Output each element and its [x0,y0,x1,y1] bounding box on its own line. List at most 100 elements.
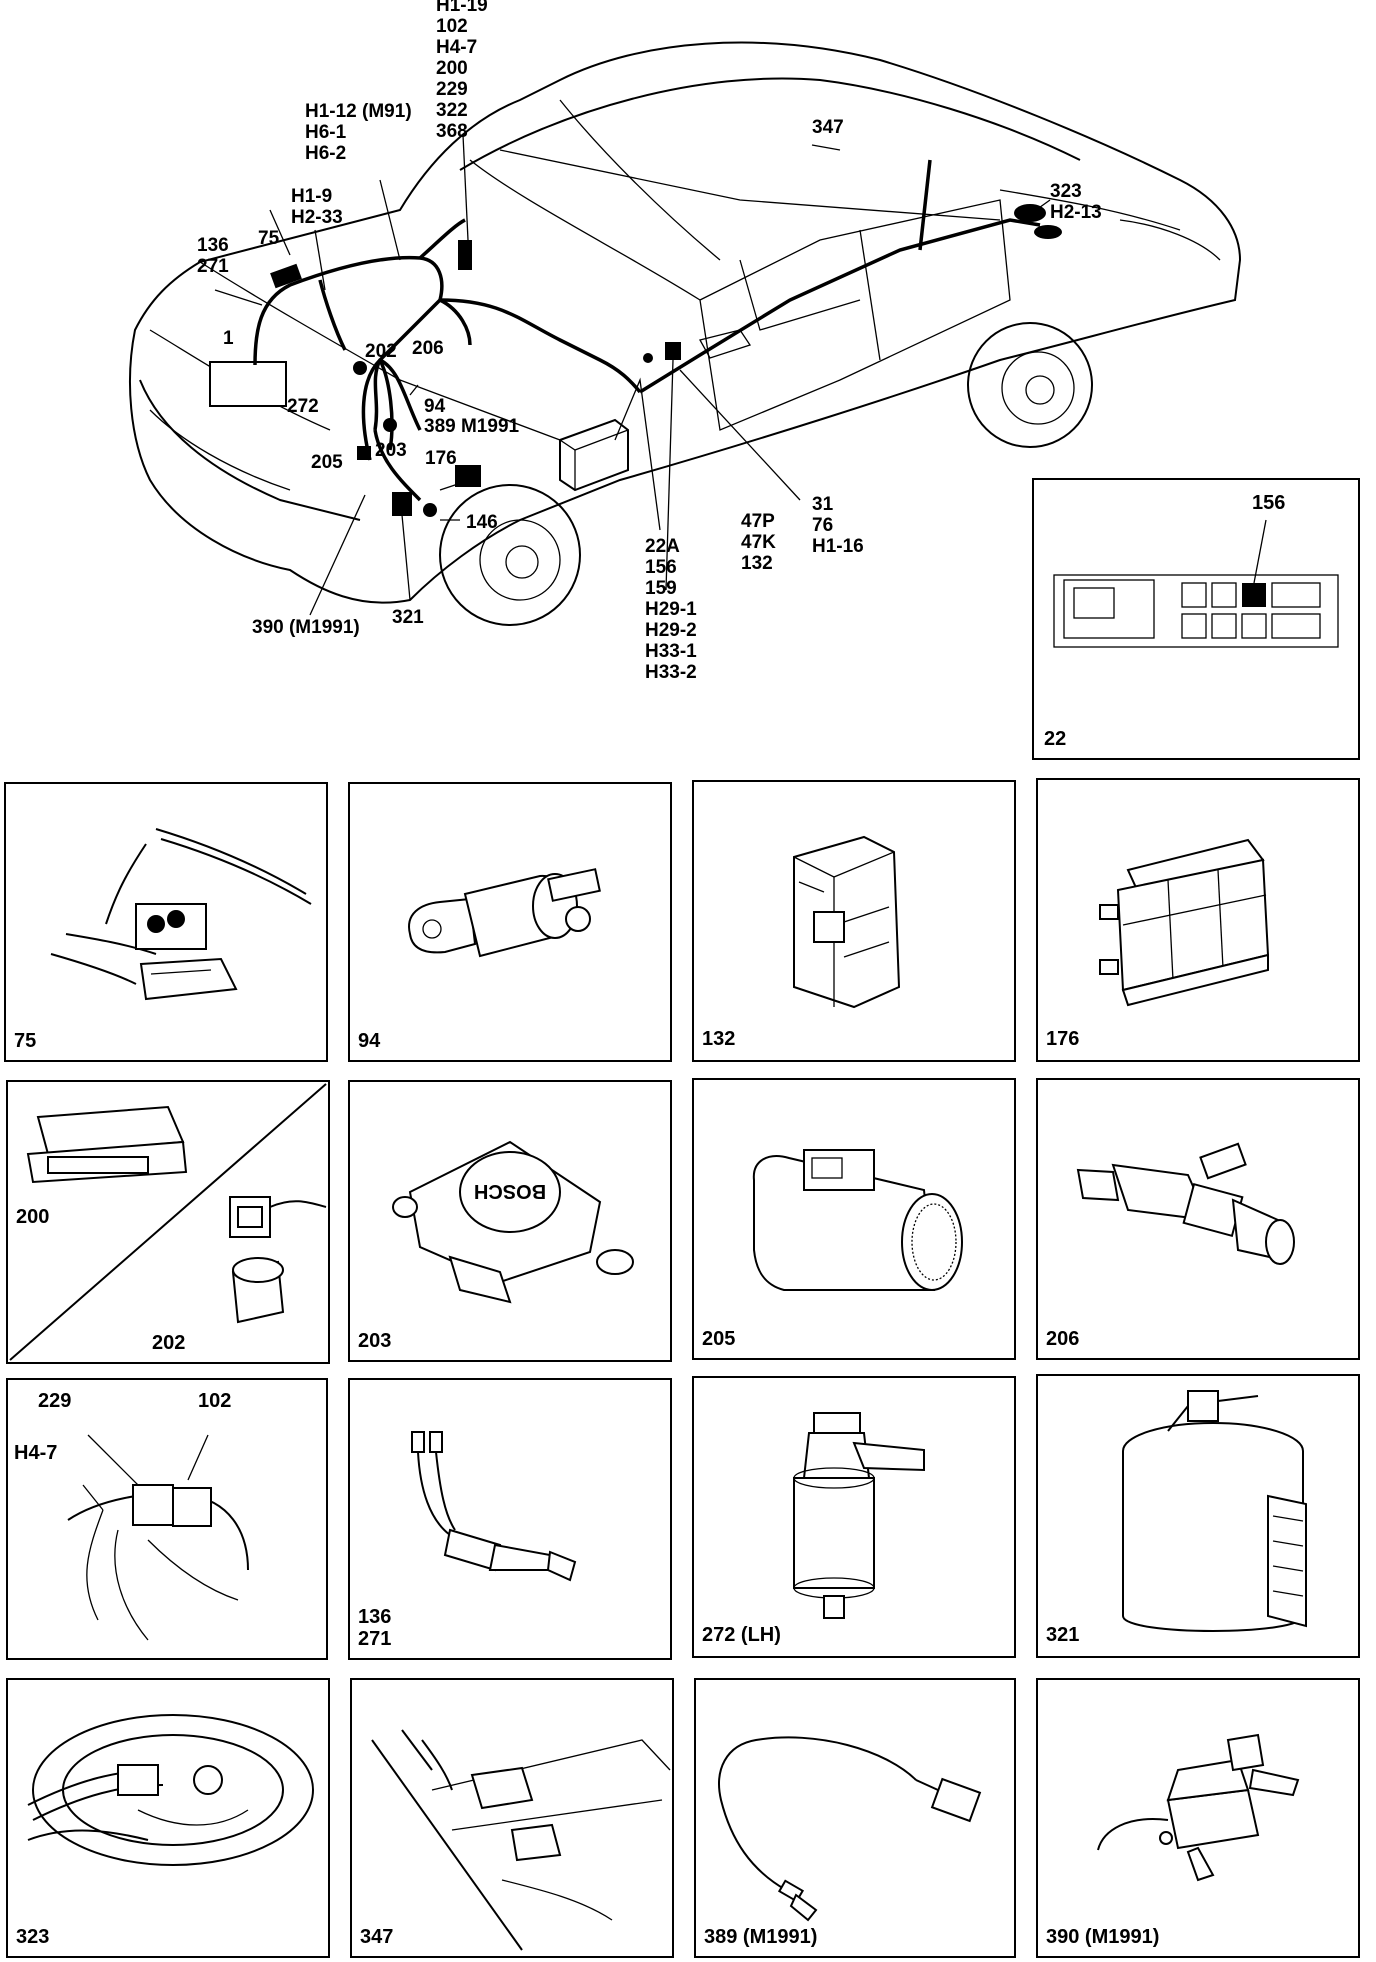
panel-272: 272 (LH) [692,1376,1016,1658]
callout-203: 203 [375,440,407,461]
callout-stack-47p: 47P 47K 132 [741,511,776,574]
injector-206-drawing [1076,1142,1295,1265]
callout-label: H6-2 [305,143,347,164]
panel-389: 389 (M1991) [694,1678,1016,1958]
inset-22-fuse-box: 156 22 [1032,478,1360,760]
car-overview-drawing [129,41,1242,626]
callout-205: 205 [311,452,343,473]
bosch-stamp: BOSCH [474,1180,546,1202]
panel-label: 390 (M1991) [1046,1926,1160,1948]
relay-132-drawing [793,835,901,1009]
callout-label: 271 [197,256,229,277]
panel-label: 389 (M1991) [704,1926,818,1948]
callout-stack-31: 31 76 H1-16 [812,494,864,557]
callout-label: 136 [197,235,229,256]
panel-323: 323 [6,1678,330,1958]
callout-label: H29-2 [645,620,697,641]
callout-176: 176 [425,448,457,469]
callout-label: H6-1 [305,122,347,143]
callout-75: 75 [258,228,280,249]
fuel-pump-323-drawing [27,1714,314,1866]
panel-176: 176 [1036,778,1360,1062]
callout-label: H2-33 [291,207,343,228]
callout-label: H1-12 (M91) [305,101,412,122]
panel-label: 347 [360,1926,394,1948]
panel-label-stack: 136 271 [358,1606,391,1650]
callout-label: H1-16 [812,536,864,557]
connector-347-drawing [371,1729,671,1951]
callout-label: H33-2 [645,662,697,683]
callout-stack-top: H1-19 102 H4-7 200 229 322 368 [436,0,488,142]
fuse-box-drawing [1053,519,1339,648]
panel-347: 347 [350,1678,674,1958]
callout-label: 47K [741,532,776,553]
panel-203: BOSCH 203 [348,1080,672,1362]
relay-location-drawing [67,1434,249,1641]
panel-label: 272 (LH) [702,1624,781,1646]
callout-label: 156 [645,557,677,578]
callout-label: 200 [436,58,468,79]
panel-205: 205 [692,1078,1016,1360]
callout-390: 390 (M1991) [252,617,360,638]
callout-label: H4-7 [436,37,478,58]
panel-390: 390 (M1991) [1036,1678,1360,1958]
callout-146: 146 [466,512,498,533]
callout-94: 94 [424,396,446,417]
callout-102: 102 [198,1390,232,1412]
callout-label: 47P [741,511,775,532]
callout-label: 323 [1050,181,1082,202]
panel-label: 132 [702,1028,736,1050]
callout-stack-h1-9: H1-9 H2-33 [291,186,343,228]
callout-label: 132 [741,553,773,574]
callout-229: 229 [38,1390,72,1412]
callout-label: H1-19 [436,0,488,16]
panel-label: 321 [1046,1624,1080,1646]
callout-label: 31 [812,494,834,515]
panel-label: 203 [358,1330,392,1352]
callout-label: 322 [436,100,468,121]
callout-206: 206 [412,338,444,359]
callout-label: 368 [436,121,468,142]
callout-label: 76 [812,515,834,536]
oxygen-sensor-drawing [411,1431,577,1582]
panel-label: 205 [702,1328,736,1350]
temp-sensor-389-drawing [718,1736,982,1922]
callout-h4-7: H4-7 [14,1442,58,1464]
callout-label: 229 [436,79,468,100]
connector-75-drawing [50,828,312,1001]
solenoid-390-drawing [1097,1733,1300,1882]
panel-label: 323 [16,1926,50,1948]
panel-229-102: 229 102 H4-7 [6,1378,328,1660]
callout-1: 1 [223,328,234,349]
callout-stack-h1-12: H1-12 (M91) H6-1 H6-2 [305,101,412,164]
inset-callout-156: 156 [1252,492,1286,514]
panel-label-200: 200 [16,1206,50,1228]
panel-label: 206 [1046,1328,1080,1350]
idle-valve-94-drawing [408,868,601,958]
callout-272: 272 [287,396,319,417]
callout-347: 347 [812,117,844,138]
panel-label: 94 [358,1030,381,1052]
callout-389: 389 M1991 [424,416,520,437]
throttle-sensor-203-drawing: BOSCH [392,1140,634,1304]
panel-label: 136 [358,1606,392,1628]
callout-label: H33-1 [645,641,697,662]
callout-321: 321 [392,607,424,628]
control-unit-176-drawing [1099,838,1270,1007]
panel-label: 176 [1046,1028,1080,1050]
idle-valve-272-drawing [793,1412,925,1619]
panel-132: 132 [692,780,1016,1062]
callout-202: 202 [365,341,397,362]
callout-label: 159 [645,578,677,599]
callout-stack-22a: 22A 156 159 H29-1 H29-2 H33-1 H33-2 [645,536,697,683]
panel-label-202: 202 [152,1332,186,1354]
callout-label: 22A [645,536,680,557]
panel-136-271: 136 271 [348,1378,672,1660]
panel-206: 206 [1036,1078,1360,1360]
panel-94: 94 [348,782,672,1062]
panel-75: 75 [4,782,328,1062]
callout-label: 102 [436,16,468,37]
panel-label: 75 [14,1030,37,1052]
callout-label: H29-1 [645,599,697,620]
airflow-meter-205-drawing [752,1149,963,1291]
